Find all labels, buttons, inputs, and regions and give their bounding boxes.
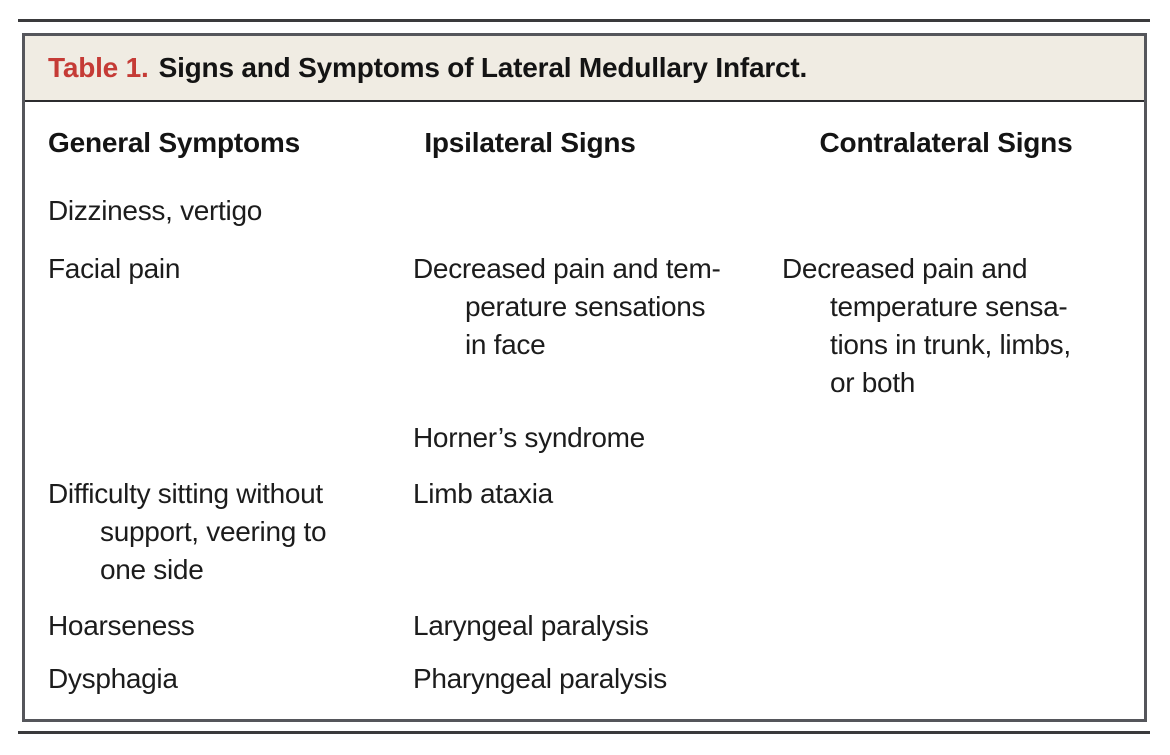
cell-ipsilateral: Pharyngeal paralysis	[413, 663, 667, 694]
column-header-contralateral: Contralateral Signs	[819, 127, 1073, 158]
table-row: Dysphagia Pharyngeal paralysis	[25, 660, 1144, 698]
cell-contralateral	[770, 419, 1144, 457]
cell-contralateral	[770, 192, 1144, 230]
column-header-ipsilateral: Ipsilateral Signs	[424, 127, 636, 158]
top-rule	[18, 19, 1150, 22]
cell-ipsilateral: Laryngeal paralysis	[413, 610, 649, 641]
column-header-general: General Symptoms	[48, 127, 300, 158]
cell-ipsilateral: Decreased pain and tem-perature sensatio…	[413, 253, 721, 360]
table-row: Horner’s syndrome	[25, 419, 1144, 457]
table-row: Dizziness, vertigo	[25, 192, 1144, 230]
cell-ipsilateral: Horner’s syndrome	[413, 422, 645, 453]
cell-contralateral	[770, 475, 1144, 589]
cell-contralateral	[770, 607, 1144, 645]
cell-general: Dysphagia	[48, 663, 178, 694]
cell-contralateral	[770, 660, 1144, 698]
table-title-band: Table 1. Signs and Symptoms of Lateral M…	[25, 36, 1144, 102]
table-container: Table 1. Signs and Symptoms of Lateral M…	[22, 33, 1147, 722]
cell-general: Dizziness, vertigo	[48, 195, 263, 226]
table-number: Table 1.	[48, 52, 149, 83]
cell-ipsilateral: Limb ataxia	[413, 478, 553, 509]
cell-general: Facial pain	[48, 253, 181, 284]
cell-general	[25, 419, 400, 457]
table-title: Signs and Symptoms of Lateral Medullary …	[158, 52, 808, 83]
column-headers: General Symptoms Ipsilateral Signs Contr…	[25, 102, 1144, 162]
table-row: Hoarseness Laryngeal paralysis	[25, 607, 1144, 645]
cell-general: Hoarseness	[48, 610, 195, 641]
cell-ipsilateral	[400, 192, 770, 230]
bottom-rule	[18, 731, 1150, 734]
table-row: Facial pain Decreased pain and tem-peratu…	[25, 250, 1144, 402]
